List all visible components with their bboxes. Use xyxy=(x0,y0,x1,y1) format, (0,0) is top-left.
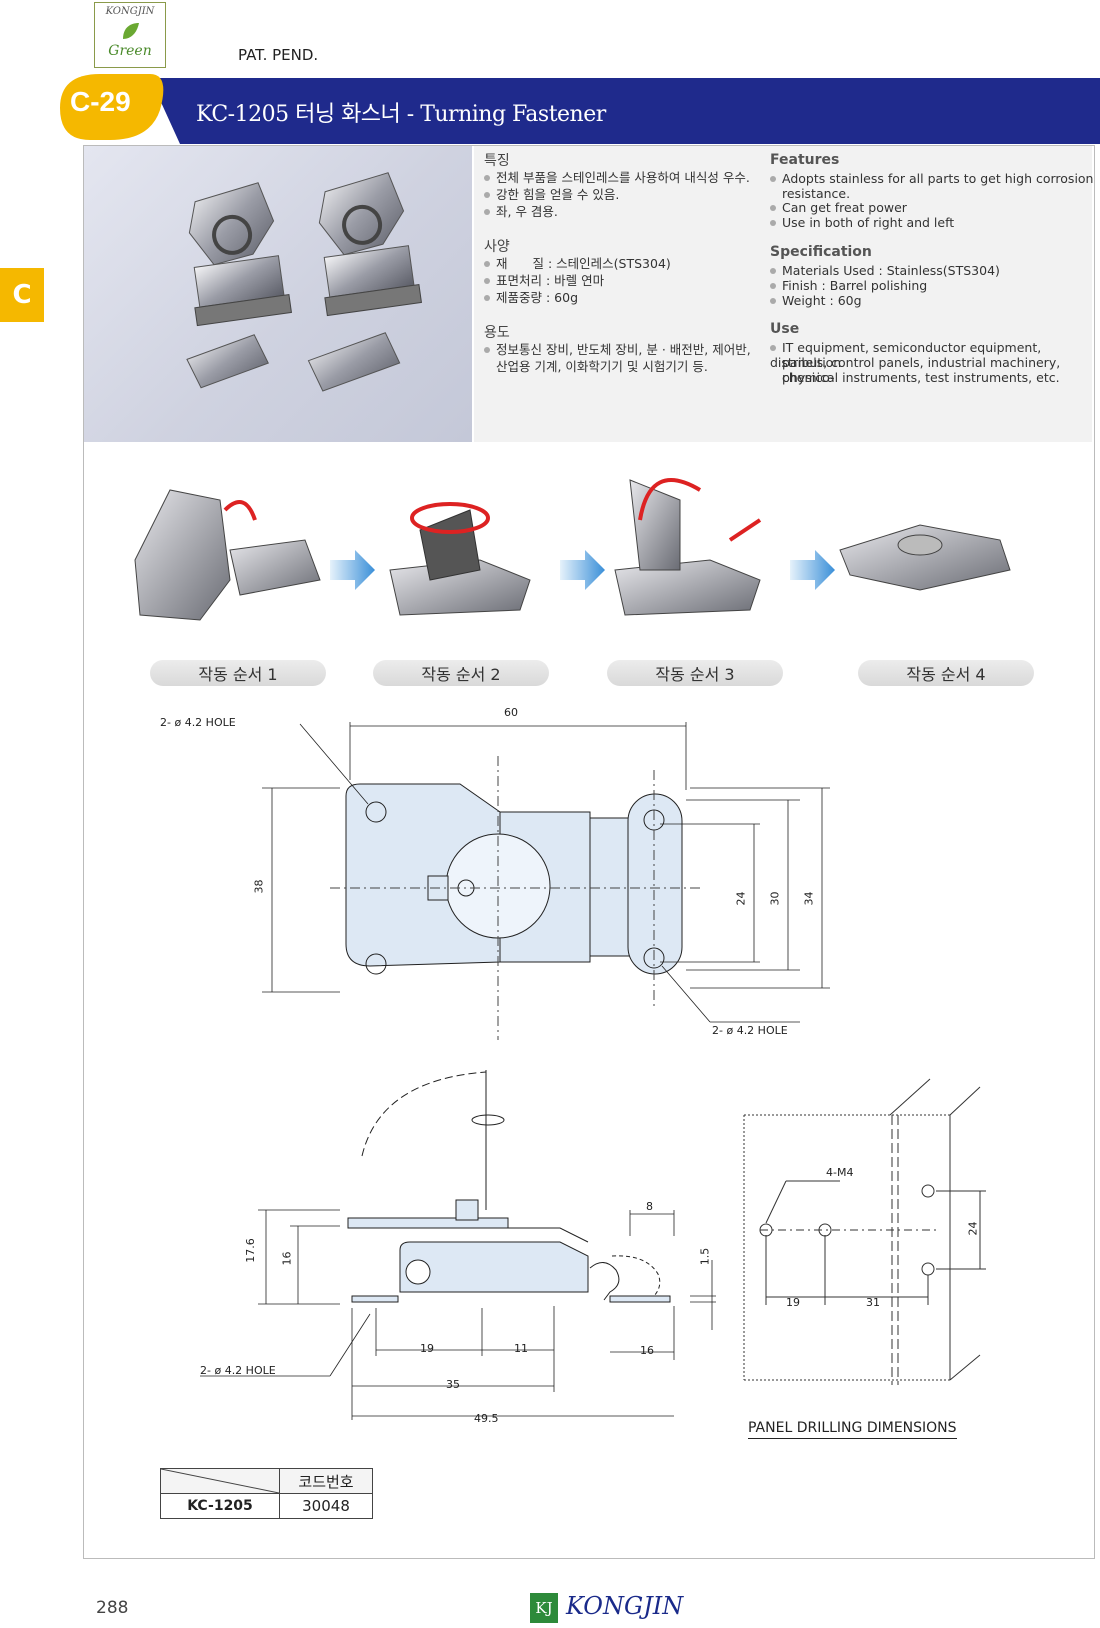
dim-24: 24 xyxy=(734,891,748,906)
dim-16-horizontal: 16 xyxy=(640,1344,654,1357)
section-tab-c[interactable]: C xyxy=(0,268,44,322)
table-corner-cell xyxy=(160,1468,280,1494)
footer-kj-mark: KJ xyxy=(530,1593,558,1623)
dim-49-5: 49.5 xyxy=(474,1412,499,1425)
panel-dim-m4: 4-M4 xyxy=(826,1166,854,1179)
panel-drilling-drawing xyxy=(743,1078,986,1385)
section-code: C-29 xyxy=(70,86,131,117)
en-feature-3: Use in both of right and left xyxy=(770,215,954,230)
kr-use-1: 정보통신 장비, 반도체 장비, 분 · 배전반, 제어반, xyxy=(484,342,751,357)
leaf-icon xyxy=(123,23,139,39)
dim-8: 8 xyxy=(646,1200,653,1213)
dim-34: 34 xyxy=(802,891,816,906)
dim-11: 11 xyxy=(514,1342,528,1355)
fastener-pair-illustration xyxy=(186,172,423,392)
dim-hole-right: 2- ø 4.2 HOLE xyxy=(712,1024,788,1037)
kr-spec-2: 표면처리 : 바렐 연마 xyxy=(484,273,604,288)
arrow-3 xyxy=(790,550,835,590)
en-use-1: IT equipment, semiconductor equipment, d… xyxy=(770,340,1042,370)
kr-spec-title: 사양 xyxy=(484,239,510,255)
en-spec-title: Specification xyxy=(770,244,872,260)
step-label-4: 작동 순서 4 xyxy=(858,660,1034,686)
kr-spec-1: 재 질 : 스테인레스(STS304) xyxy=(484,256,671,271)
en-use-title: Use xyxy=(770,321,800,337)
kr-feature-3: 좌, 우 겸용. xyxy=(484,204,558,219)
table-header-code: 코드번호 xyxy=(279,1468,373,1494)
table-cell-model: KC-1205 xyxy=(160,1493,280,1519)
arrow-1 xyxy=(330,550,375,590)
kr-use-2: 산업용 기계, 이화학기기 및 시험기기 등. xyxy=(496,359,708,374)
en-feature-1b: resistance. xyxy=(782,186,851,201)
dim-hole-bottom: 2- ø 4.2 HOLE xyxy=(200,1364,276,1377)
dim-1-5: 1.5 xyxy=(698,1247,712,1266)
page-number: 288 xyxy=(96,1598,129,1618)
dim-38: 38 xyxy=(252,879,266,894)
kr-spec-3: 제품중량 : 60g xyxy=(484,290,578,305)
step-2-figure xyxy=(389,502,531,616)
step-4-figure xyxy=(839,524,1011,591)
panel-dim-31: 31 xyxy=(866,1296,880,1309)
en-features-title: Features xyxy=(770,152,840,168)
operation-sequence-illustration xyxy=(134,478,1011,621)
en-use-3: chemical instruments, test instruments, … xyxy=(782,370,1060,385)
kr-features-title: 특징 xyxy=(484,153,510,169)
page-title: KC-1205 터닝 화스너 - Turning Fastener xyxy=(196,102,606,127)
step-label-2: 작동 순서 2 xyxy=(373,660,549,686)
step-3-figure xyxy=(614,478,762,616)
content-frame xyxy=(83,145,1095,1559)
code-table: 코드번호 KC-1205 30048 xyxy=(160,1468,373,1519)
dim-60: 60 xyxy=(504,706,518,719)
arrow-2 xyxy=(560,550,605,590)
panel-drilling-title: PANEL DRILLING DIMENSIONS xyxy=(748,1420,957,1439)
table-cell-code: 30048 xyxy=(279,1493,373,1519)
header-band xyxy=(60,74,1100,144)
top-view-drawing xyxy=(262,722,830,1040)
dim-hole-top: 2- ø 4.2 HOLE xyxy=(160,716,236,729)
step-1-figure xyxy=(134,489,321,621)
en-spec-1: Materials Used : Stainless(STS304) xyxy=(770,263,1000,278)
dim-19: 19 xyxy=(420,1342,434,1355)
en-feature-2: Can get freat power xyxy=(770,200,907,215)
logo-bottom-text: Green xyxy=(108,43,152,59)
en-feature-1: Adopts stainless for all parts to get hi… xyxy=(770,171,1093,186)
step-label-3: 작동 순서 3 xyxy=(607,660,783,686)
en-use-2: panels, control panels, industrial machi… xyxy=(782,355,1061,385)
spec-panel xyxy=(474,146,1092,442)
brand-logo: KONGJIN Green xyxy=(94,2,166,68)
kr-feature-2: 강한 힘을 얻을 수 있음. xyxy=(484,187,619,202)
panel-dim-19: 19 xyxy=(786,1296,800,1309)
footer-brand-name: KONGJIN xyxy=(566,1592,684,1620)
product-photo xyxy=(84,146,472,442)
en-spec-3: Weight : 60g xyxy=(770,293,862,308)
side-view-drawing xyxy=(200,1070,716,1420)
pat-pend-label: PAT. PEND. xyxy=(238,46,319,64)
diagonal-line xyxy=(161,1469,279,1493)
kr-use-title: 용도 xyxy=(484,325,510,341)
en-spec-2: Finish : Barrel polishing xyxy=(770,278,927,293)
kr-feature-1: 전체 부품을 스테인레스를 사용하여 내식성 우수. xyxy=(484,170,750,185)
dim-30: 30 xyxy=(768,891,782,906)
panel-dim-24: 24 xyxy=(966,1221,980,1236)
step-label-1: 작동 순서 1 xyxy=(150,660,326,686)
dim-35: 35 xyxy=(446,1378,460,1391)
dim-17-6: 17.6 xyxy=(243,1238,257,1263)
logo-top-text: KONGJIN xyxy=(105,6,155,17)
dim-16-vertical: 16 xyxy=(280,1251,294,1266)
